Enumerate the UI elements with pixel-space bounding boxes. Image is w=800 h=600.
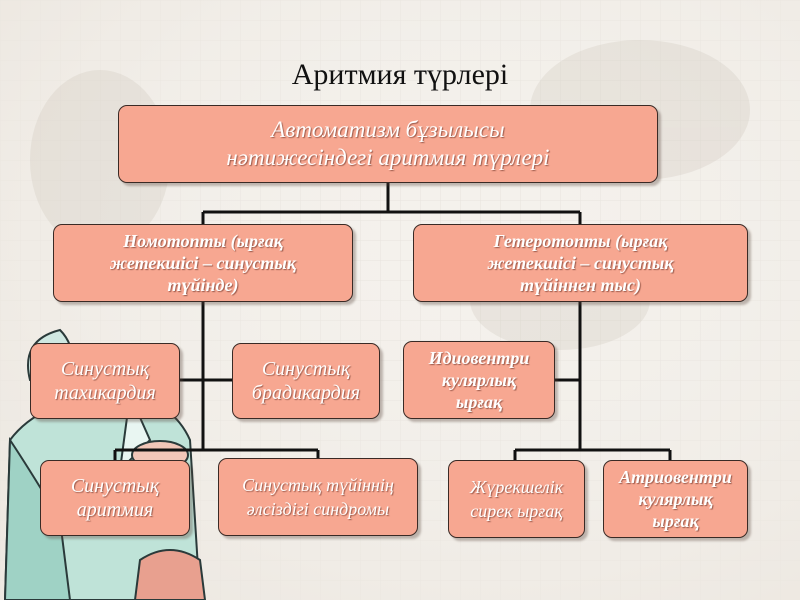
slide-title: Аритмия түрлері <box>291 58 509 91</box>
node-idioventricular: Идиовентри кулярлық ырғақ <box>403 341 555 419</box>
node-idioventricular-label: Идиовентри кулярлық ырғақ <box>428 348 530 412</box>
node-sick-sinus: Синустық түйіннің әлсіздігі синдромы <box>218 458 418 536</box>
node-heterotopic: Гетеротопты (ырғақ жетекшісі – синустық … <box>413 224 748 302</box>
node-sinus-arrhythmia: Синустық аритмия <box>40 460 190 536</box>
node-atrioventricular-label: Атриовентри кулярлық ырғақ <box>619 467 732 531</box>
node-ventricular-rare-label: Жүрекшелік сирек ырғақ <box>469 477 564 521</box>
node-ventricular-rare: Жүрекшелік сирек ырғақ <box>448 460 585 538</box>
node-nomotopic: Номотопты (ырғақ жетекшісі – синустық тү… <box>53 224 353 302</box>
node-sinus-arrhythmia-label: Синустық аритмия <box>70 475 160 521</box>
node-sinus-tachycardia: Синустық тахикардия <box>30 343 180 419</box>
node-atrioventricular: Атриовентри кулярлық ырғақ <box>603 460 748 538</box>
node-sinus-tachycardia-label: Синустық тахикардия <box>54 358 156 404</box>
node-sinus-bradycardia: Синустық брадикардия <box>232 343 380 419</box>
root-node: Автоматизм бұзылысы нәтижесіндегі аритми… <box>118 105 658 183</box>
node-sick-sinus-label: Синустық түйіннің әлсіздігі синдромы <box>242 475 394 519</box>
node-sinus-bradycardia-label: Синустық брадикардия <box>251 358 361 404</box>
node-heterotopic-label: Гетеротопты (ырғақ жетекшісі – синустық … <box>487 231 674 295</box>
root-node-label: Автоматизм бұзылысы нәтижесіндегі аритми… <box>226 117 550 170</box>
node-nomotopic-label: Номотопты (ырғақ жетекшісі – синустық тү… <box>109 231 297 295</box>
